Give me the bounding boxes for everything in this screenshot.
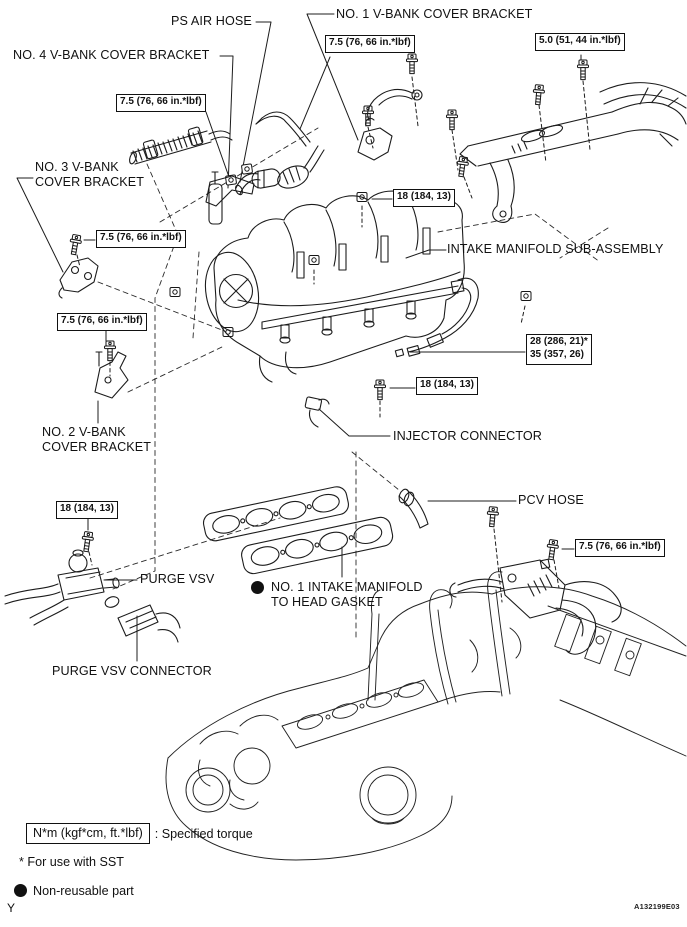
- non-reusable-bullet-icon: [251, 581, 264, 594]
- intake-manifold-drawing: [204, 190, 479, 383]
- torque-box-7-5-lower-right: 7.5 (76, 66 in.*lbf): [575, 539, 665, 557]
- torque-box-18-upper: 18 (184, 13): [393, 189, 455, 207]
- torque-value-35: 35 (357, 26): [530, 348, 584, 360]
- bolt-icon: [445, 109, 459, 131]
- torque-legend: N*m (kgf*cm, ft.*lbf) : Specified torque: [26, 823, 253, 844]
- nut-icon: [240, 163, 254, 175]
- fastener-dash-lines: [76, 76, 591, 603]
- label-purge-vsv-connector: PURGE VSV CONNECTOR: [52, 664, 212, 678]
- bolt-icon: [405, 53, 419, 75]
- torque-value-28: 28 (286, 21)*: [530, 336, 588, 347]
- nut-icon: [169, 286, 181, 298]
- ground-wire-eyelet-drawing: [367, 88, 423, 121]
- torque-box-18-mid: 18 (184, 13): [416, 377, 478, 395]
- label-no1-intake-manifold-to-head-gasket: NO. 1 INTAKE MANIFOLD TO HEAD GASKET: [271, 580, 423, 609]
- no4-bracket-and-hose-cluster-drawing: [129, 111, 325, 225]
- nut-icon: [308, 254, 320, 266]
- torque-box-5-0-top-right: 5.0 (51, 44 in.*lbf): [535, 33, 625, 51]
- injector-connector-drawing: [304, 396, 330, 428]
- fasteners: [67, 53, 590, 561]
- no2-bracket-drawing: [94, 351, 129, 399]
- label-no2-v-bank-cover-bracket: NO. 2 V-BANK COVER BRACKET: [42, 425, 152, 454]
- injectors-drawing: [279, 300, 417, 344]
- bolt-icon: [79, 530, 95, 553]
- label-pcv-hose: PCV HOSE: [518, 493, 584, 507]
- lower-right-bracket-drawing: [449, 558, 622, 655]
- torque-box-18-purge-vsv: 18 (184, 13): [56, 501, 118, 519]
- label-injector-connector: INJECTOR CONNECTOR: [393, 429, 542, 443]
- label-no3-v-bank-cover-bracket: NO. 3 V-BANK COVER BRACKET: [35, 160, 145, 189]
- torque-box-7-5-lower-left: 7.5 (76, 66 in.*lbf): [57, 313, 147, 331]
- page-marker: Y: [7, 901, 16, 915]
- label-no1-v-bank-cover-bracket: NO. 1 V-BANK COVER BRACKET: [336, 7, 533, 21]
- purge-vsv-drawing: [4, 549, 181, 643]
- top-right-duct-assembly-drawing: [459, 82, 687, 223]
- label-intake-manifold-sub-assembly: INTAKE MANIFOLD SUB-ASSEMBLY: [447, 242, 664, 256]
- bolt-icon: [576, 59, 590, 81]
- torque-unit-description: : Specified torque: [154, 826, 253, 841]
- bolt-icon: [485, 505, 500, 528]
- figure-code: A132199E03: [634, 902, 680, 911]
- no1-bracket-drawing: [357, 117, 393, 161]
- bolt-icon: [544, 538, 560, 561]
- bolt-icon: [67, 233, 83, 256]
- torque-box-28-35-fuel-union: 28 (286, 21)* 35 (357, 26): [526, 334, 592, 365]
- leader-lines: [16, 13, 582, 662]
- torque-box-7-5-mid-left: 7.5 (76, 66 in.*lbf): [96, 230, 186, 248]
- bolt-icon: [103, 340, 117, 362]
- construction-dash-lines: [89, 127, 609, 639]
- label-no4-v-bank-cover-bracket: NO. 4 V-BANK COVER BRACKET: [13, 48, 210, 62]
- bolt-icon: [531, 83, 546, 106]
- torque-unit-box: N*m (kgf*cm, ft.*lbf): [26, 823, 150, 844]
- sst-footnote: * For use with SST: [19, 855, 124, 869]
- torque-box-7-5-upper-left: 7.5 (76, 66 in.*lbf): [116, 94, 206, 112]
- label-purge-vsv: PURGE VSV: [140, 572, 215, 586]
- torque-box-7-5-top-center: 7.5 (76, 66 in.*lbf): [325, 35, 415, 53]
- non-reusable-bullet-icon: [14, 884, 27, 897]
- gaskets-drawing: [202, 486, 394, 575]
- pcv-hose-drawing: [398, 488, 429, 529]
- engine-block-drawing: [165, 571, 687, 861]
- non-reusable-footnote: Non-reusable part: [33, 884, 134, 898]
- bolt-icon: [373, 379, 387, 401]
- label-ps-air-hose: PS AIR HOSE: [171, 14, 252, 28]
- no3-bracket-drawing: [58, 257, 99, 299]
- nut-icon: [520, 290, 532, 302]
